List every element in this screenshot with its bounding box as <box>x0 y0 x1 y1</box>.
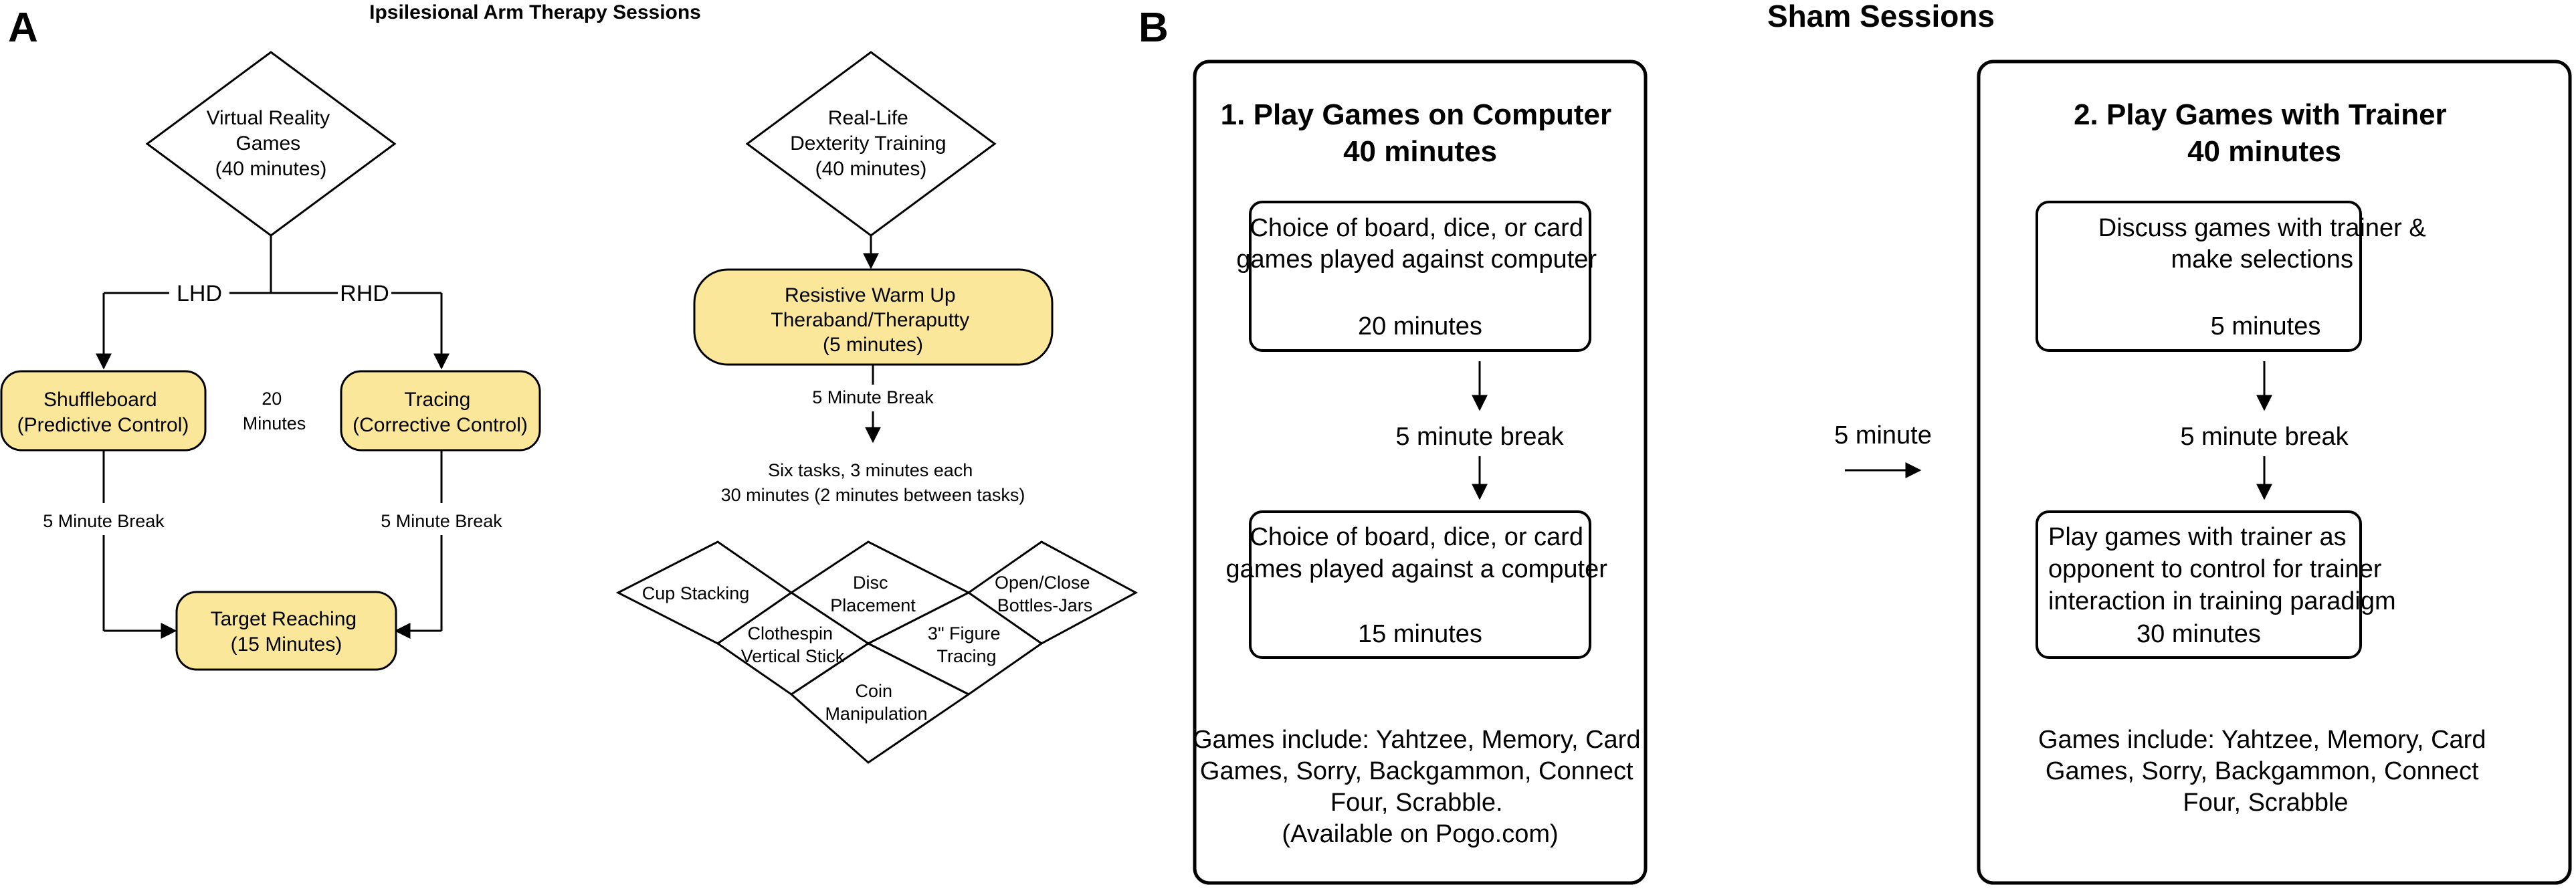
panel-b: B Sham Sessions 1. Play Games on Compute… <box>1138 0 2572 885</box>
target-reaching-label: Target Reaching (15 Minutes) <box>211 608 363 656</box>
between-label: 5 minute <box>1834 421 1932 450</box>
break-right-label: 5 Minute Break <box>381 511 502 531</box>
sham-left-box2 <box>1249 510 1591 659</box>
sham-right-box2-text: Play games with trainer as opponent to c… <box>2048 523 2403 648</box>
sham-left-panel: 1. Play Games on Computer 40 minutes Cho… <box>1193 60 1648 885</box>
task-disc-label: Disc Placement <box>830 573 916 615</box>
break-left-label: 5 Minute Break <box>43 511 165 531</box>
task-cup-label: Cup Stacking <box>642 583 750 603</box>
task-figure-label: 3" Figure Tracing <box>928 623 1005 666</box>
task-coin-label: Coin Manipulation <box>825 681 927 724</box>
tracing-label: Tracing (Corrective Control) <box>353 389 528 436</box>
sham-right-box1-text: Discuss games with trainer & make select… <box>2098 214 2434 340</box>
vr-games-label: Virtual Reality Games (40 minutes) <box>207 107 336 180</box>
task-bottles-label: Open/Close Bottles-Jars <box>995 573 1095 615</box>
real-life-label: Real-Life Dexterity Training (40 minutes… <box>790 107 952 180</box>
sham-right-games: Games include: Yahtzee, Memory, Card Gam… <box>2038 726 2493 817</box>
panel-b-letter: B <box>1138 5 1169 51</box>
shuffleboard-node: Shuffleboard (Predictive Control) <box>0 370 207 452</box>
warmup-label: Resistive Warm Up Theraband/Theraputty (… <box>771 284 975 356</box>
task-lattice: Cup Stacking Disc Placement Open/Close B… <box>602 528 1138 783</box>
sham-right-box1 <box>2036 201 2362 352</box>
sham-left-box2-text: Choice of board, dice, or card games pla… <box>1226 523 1615 648</box>
tasks-info-label: Six tasks, 3 minutes each 30 minutes (2 … <box>721 460 1025 505</box>
tracing-node: Tracing (Corrective Control) <box>340 370 541 452</box>
sham-left-box1-text: Choice of board, dice, or card games pla… <box>1236 214 1603 340</box>
vr-branch-connectors <box>96 235 450 370</box>
sham-left-box1 <box>1249 201 1591 352</box>
panel-b-title: Sham Sessions <box>1767 0 1995 33</box>
panel-a-title: Ipsilesional Arm Therapy Sessions <box>369 1 701 23</box>
shuffleboard-label: Shuffleboard (Predictive Control) <box>17 389 189 436</box>
sham-right-heading: 2. Play Games with Trainer 40 minutes <box>2074 98 2455 168</box>
twenty-minutes-label: 20 Minutes <box>243 389 306 433</box>
panel-a-letter: A <box>8 5 38 51</box>
sham-left-games: Games include: Yahtzee, Memory, Card Gam… <box>1193 726 1648 848</box>
task-clothespin-label: Clothespin Vertical Stick <box>741 623 845 666</box>
target-connectors <box>102 450 443 639</box>
rhd-label: RHD <box>340 281 389 306</box>
sham-left-break: 5 minute break <box>1395 423 1564 451</box>
vr-games-node: Virtual Reality Games (40 minutes) <box>145 51 397 237</box>
target-reaching-node: Target Reaching (15 Minutes) <box>175 591 397 671</box>
panel-a: A Ipsilesional Arm Therapy Sessions Virt… <box>0 1 1054 671</box>
real-life-node: Real-Life Dexterity Training (40 minutes… <box>745 51 997 237</box>
warmup-break-label: 5 Minute Break <box>812 387 934 407</box>
sham-left-heading: 1. Play Games on Computer 40 minutes <box>1221 98 1620 168</box>
lhd-label: LHD <box>177 281 222 306</box>
sham-right-break: 5 minute break <box>2180 423 2349 451</box>
sham-right-box2 <box>2036 510 2362 659</box>
task-coin-cell <box>789 642 971 764</box>
sham-right-panel: 2. Play Games with Trainer 40 minutes Di… <box>1977 60 2572 885</box>
warmup-node: Resistive Warm Up Theraband/Theraputty (… <box>693 268 1054 366</box>
